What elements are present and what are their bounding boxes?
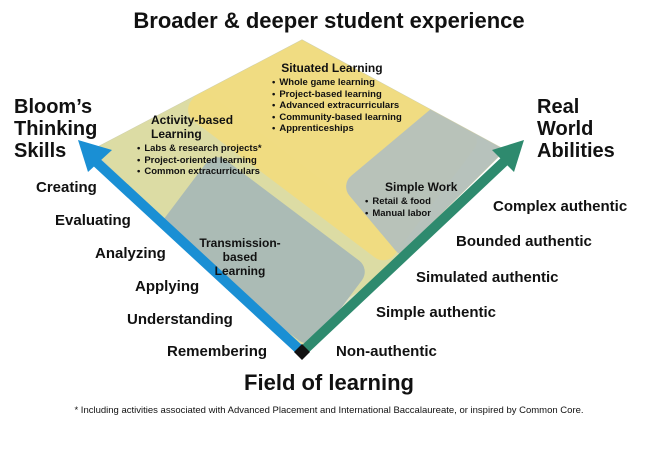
list-item: Community-based learning (279, 112, 401, 124)
list-item: Project-oriented learning (144, 155, 262, 167)
real-world-level-simulated-authentic: Simulated authentic (416, 269, 559, 286)
list-item: Labs & research projects* (144, 143, 261, 155)
activity-based-title: Activity-based Learning (151, 113, 234, 141)
activity-based-list: Labs & research projects* Project-orient… (135, 143, 262, 178)
activity-based-box: Activity-based Learning Labs & research … (135, 113, 262, 178)
real-world-level-non-authentic: Non-authentic (336, 343, 437, 360)
simple-work-list: Retail & food Manual labor (363, 196, 457, 219)
real-world-level-bounded-authentic: Bounded authentic (456, 233, 592, 250)
field-of-learning-title: Field of learning (244, 370, 414, 395)
origin-marker (294, 344, 310, 360)
real-world-level-complex-authentic: Complex authentic (493, 198, 628, 215)
diagram-title: Broader & deeper student experience (133, 8, 525, 33)
blooms-arrow-head (78, 140, 112, 172)
footnote: * Including activities associated with A… (74, 405, 584, 416)
blooms-level-remembering: Remembering (167, 343, 268, 360)
blooms-level-analyzing: Analyzing (95, 245, 166, 262)
list-item: Advanced extracurriculars (279, 100, 402, 112)
list-item: Common extracurriculars (144, 166, 262, 178)
blooms-axis-title: Bloom’s Thinking Skills (14, 96, 98, 162)
list-item: Project-based learning (279, 89, 402, 101)
blooms-level-evaluating: Evaluating (55, 212, 131, 229)
list-item: Manual labor (372, 208, 457, 220)
situated-learning-list: Whole game learning Project-based learni… (270, 77, 402, 135)
simple-work-box: Simple Work Retail & food Manual labor (363, 180, 457, 219)
simple-work-title: Simple Work (385, 180, 458, 194)
real-world-axis-arrow (298, 154, 512, 356)
situated-learning-box: Situated Learning Whole game learning Pr… (270, 61, 402, 135)
blooms-axis-arrow (88, 154, 306, 356)
blooms-level-applying: Applying (135, 278, 200, 295)
blooms-level-understanding: Understanding (127, 311, 233, 328)
blooms-level-creating: Creating (36, 179, 97, 196)
list-item: Whole game learning (279, 77, 402, 89)
list-item: Apprenticeships (279, 123, 402, 135)
real-world-axis-title: Real World Abilities (537, 96, 615, 162)
transmission-based-title: Transmission- based Learning (199, 236, 281, 278)
list-item: Retail & food (372, 196, 457, 208)
real-world-level-simple-authentic: Simple authentic (376, 304, 497, 321)
situated-learning-title: Situated Learning (281, 61, 383, 75)
transmission-based-region (160, 157, 365, 344)
real-world-arrow-head (492, 140, 524, 172)
